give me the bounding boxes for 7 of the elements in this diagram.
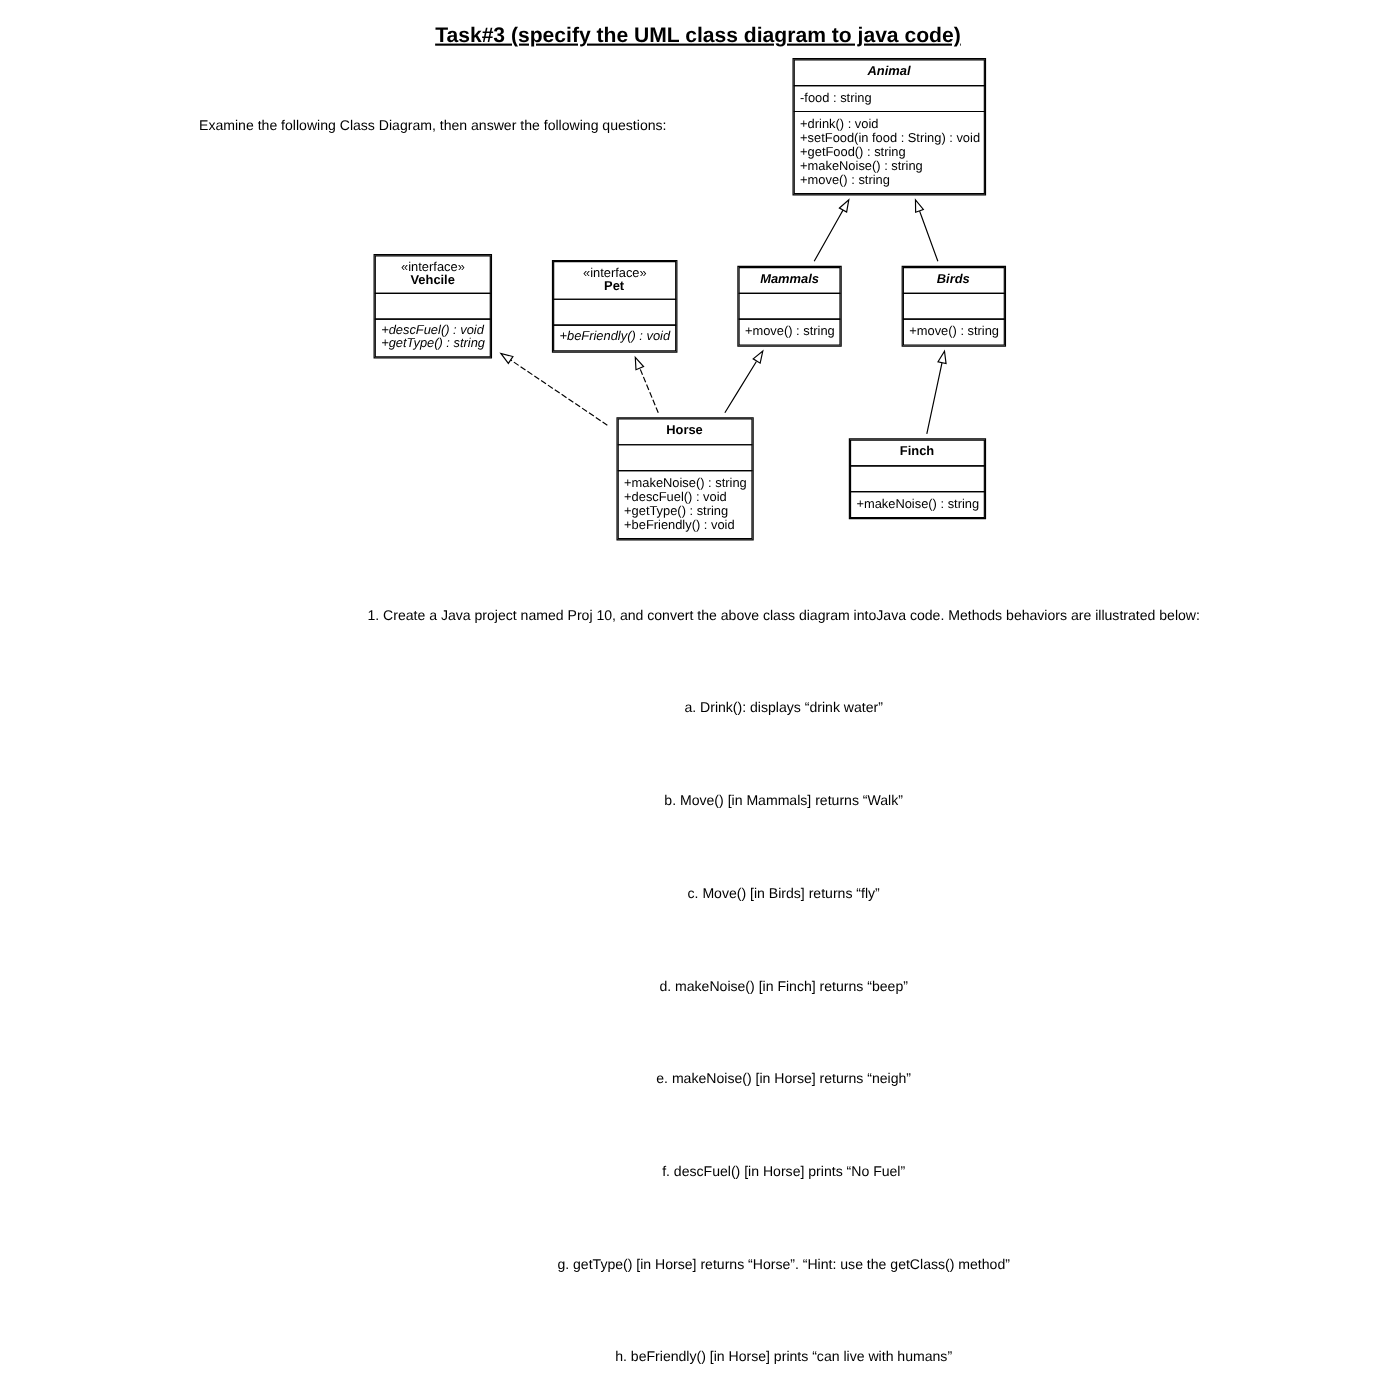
arrow — [723, 349, 763, 414]
arrow — [812, 198, 849, 262]
arrow — [498, 352, 607, 426]
arrow — [633, 355, 658, 414]
arrow — [925, 349, 946, 435]
arrow — [913, 198, 938, 262]
diagram-title: Task#3 (specify the UML class diagram to java code) — [434, 23, 960, 48]
